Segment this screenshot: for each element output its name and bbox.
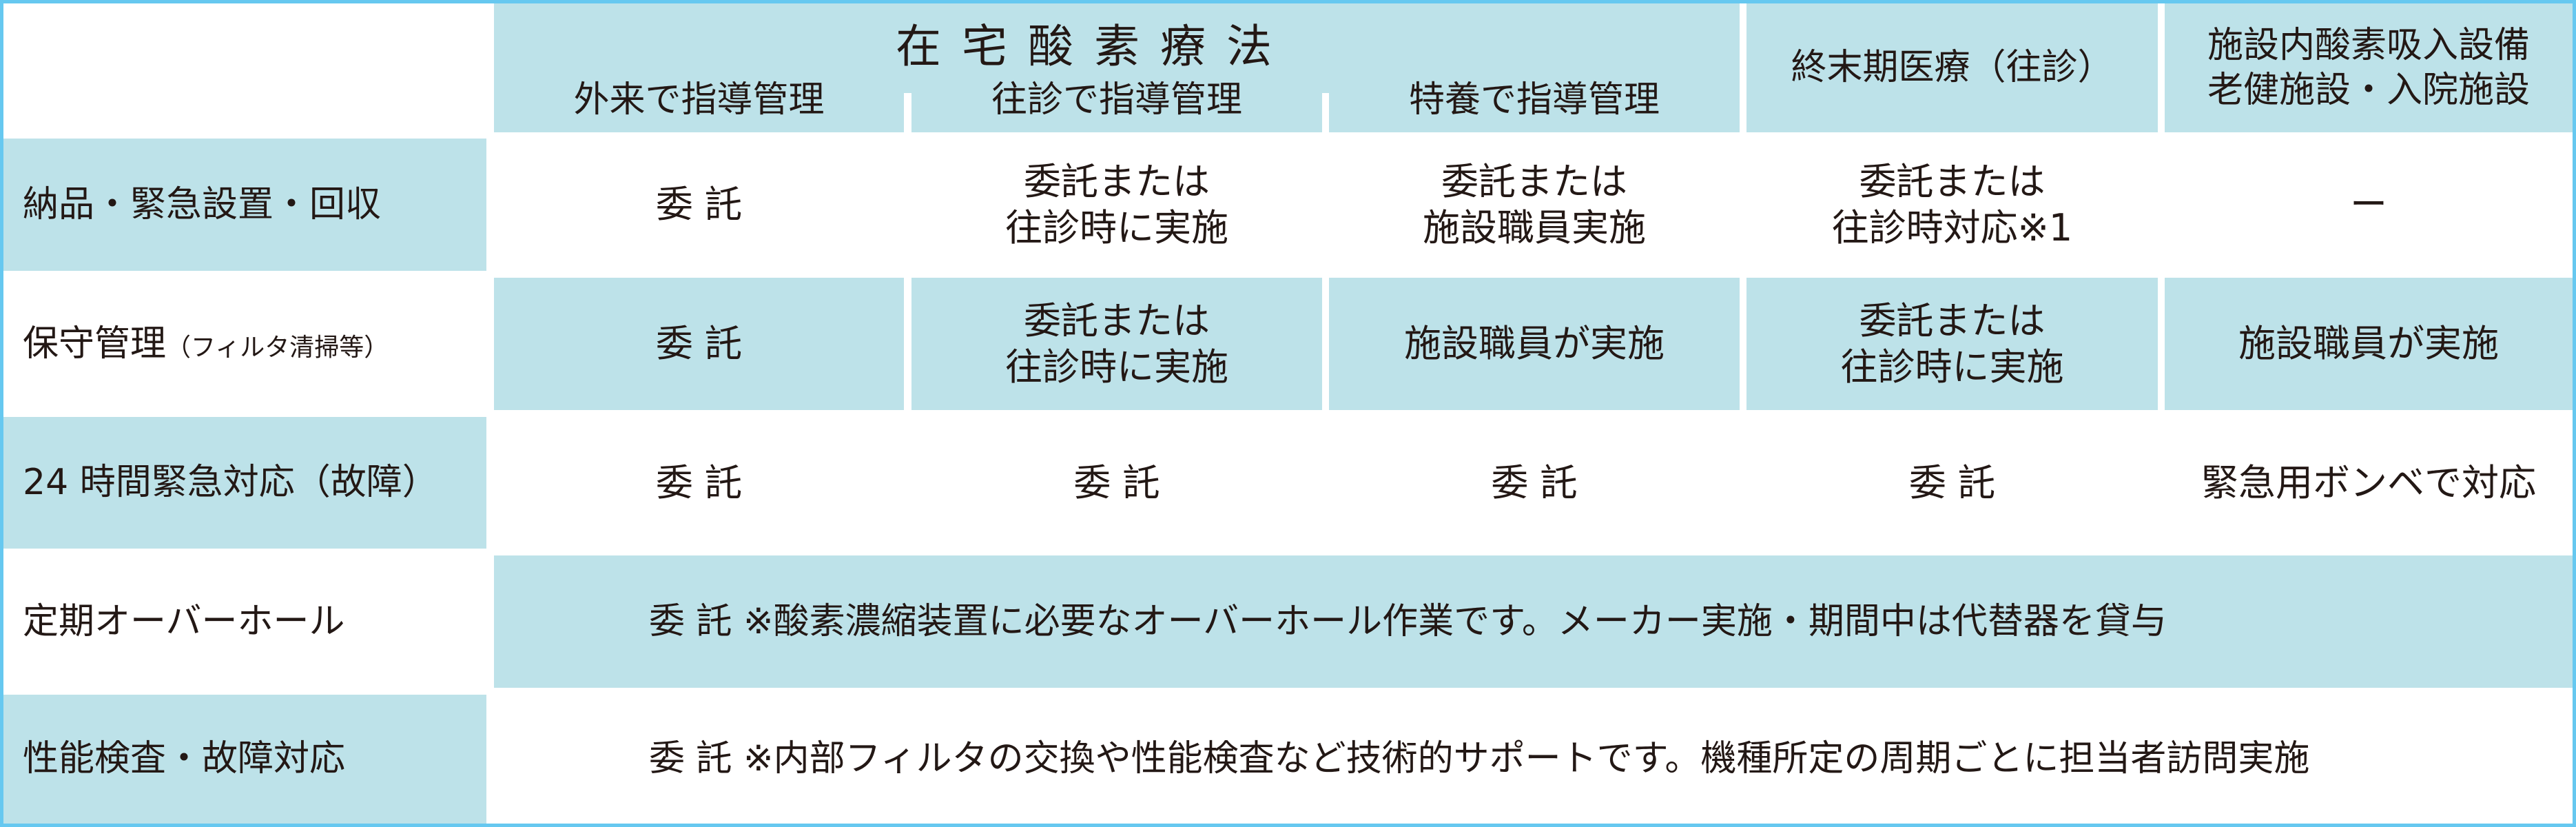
cell-text: 往診時に実施 xyxy=(1005,345,1228,389)
row-label-sub: （フィルタ清掃等） xyxy=(166,333,389,362)
row-label-text: 24 時間緊急対応（故障） xyxy=(23,462,438,503)
header-divider xyxy=(904,93,911,132)
row-label-24h-emergency: 24 時間緊急対応（故障） xyxy=(3,417,486,549)
table-cell: 施設職員が実施 xyxy=(1329,278,1740,410)
cell-text: 施設職員が実施 xyxy=(2238,322,2499,366)
row-label-text: 納品・緊急設置・回収 xyxy=(23,183,382,225)
row-label-text: 保守管理（フィルタ清掃等） xyxy=(23,322,389,367)
row-label-text: 性能検査・故障対応 xyxy=(23,738,346,779)
cell-text: 緊急用ボンベで対応 xyxy=(2201,460,2536,504)
cell-text: 委託または xyxy=(1024,159,1210,203)
row-label-delivery: 納品・緊急設置・回収 xyxy=(3,139,486,271)
cell-text-dash: ー xyxy=(2350,183,2387,227)
cell-text: 委 託 xyxy=(1073,460,1160,504)
cell-text: 委託または xyxy=(1024,298,1210,343)
table-cell: 委託または 往診時に実施 xyxy=(911,139,1322,271)
table-cell-span: 委 託 ※酸素濃縮装置に必要なオーバーホール作業です。メーカー実施・期間中は代替… xyxy=(494,555,2573,688)
cell-text: 委 託 ※酸素濃縮装置に必要なオーバーホール作業です。メーカー実施・期間中は代替… xyxy=(649,600,2167,642)
header-col-outpatient: 外来で指導管理 xyxy=(494,72,904,127)
table-cell: 委 託 xyxy=(494,139,904,271)
cell-text: 委 託 ※内部フィルタの交換や性能検査など技術的サポートです。機種所定の周期ごと… xyxy=(649,738,2310,779)
table-cell: 委託または 往診時に実施 xyxy=(1746,278,2158,410)
row-label-inspection: 性能検査・故障対応 xyxy=(3,695,486,824)
cell-text: 委 託 xyxy=(655,460,743,504)
cell-text: 往診時に実施 xyxy=(1005,206,1228,249)
cell-text: 委 託 xyxy=(1908,460,1996,504)
cell-text: 往診時に実施 xyxy=(1840,345,2064,389)
header-label: 終末期医療（往診） xyxy=(1791,47,2114,88)
header-corner xyxy=(3,3,486,132)
header-divider xyxy=(1322,93,1329,132)
row-label-text: 定期オーバーホール xyxy=(23,600,345,642)
header-group-title: 在宅酸素療法 xyxy=(896,20,1292,73)
cell-text: 委 託 xyxy=(1491,460,1578,504)
cell-text: 委 託 xyxy=(655,183,743,227)
table-cell: ー xyxy=(2165,139,2573,271)
row-label-maintenance: 保守管理（フィルタ清掃等） xyxy=(3,278,486,410)
cell-text: 施設職員が実施 xyxy=(1404,322,1665,366)
cell-text: 委託または xyxy=(1859,159,2046,203)
table-cell: 委 託 xyxy=(1329,417,1740,549)
header-label: 往診で指導管理 xyxy=(991,79,1242,121)
cell-text: 往診時対応※1 xyxy=(1831,206,2073,249)
cell-text: 委託または xyxy=(1441,159,1627,203)
header-label-line1: 施設内酸素吸入設備 xyxy=(2207,24,2530,66)
table-cell: 委 託 xyxy=(1746,417,2158,549)
table-cell: 委 託 xyxy=(911,417,1322,549)
header-label: 外来で指導管理 xyxy=(573,79,825,121)
header-label-line2: 老健施設・入院施設 xyxy=(2207,69,2530,111)
cell-text: 委 託 xyxy=(655,322,743,366)
table-cell: 委託または 施設職員実施 xyxy=(1329,139,1740,271)
table-cell: 委 託 xyxy=(494,417,904,549)
table-cell: 委 託 xyxy=(494,278,904,410)
row-label-overhaul: 定期オーバーホール xyxy=(3,555,486,688)
table-cell: 委託または 往診時に実施 xyxy=(911,278,1322,410)
header-col-facility-oxygen: 施設内酸素吸入設備 老健施設・入院施設 xyxy=(2165,3,2573,132)
table-cell: 施設職員が実施 xyxy=(2165,278,2573,410)
header-col-terminal-care: 終末期医療（往診） xyxy=(1746,3,2158,132)
header-label: 特養で指導管理 xyxy=(1408,79,1660,121)
cell-text: 施設職員実施 xyxy=(1423,206,1646,249)
cell-text: 委託または xyxy=(1859,298,2046,343)
header-col-home-visit: 往診で指導管理 xyxy=(911,72,1322,127)
table-cell-span: 委 託 ※内部フィルタの交換や性能検査など技術的サポートです。機種所定の周期ごと… xyxy=(494,695,2573,824)
header-group-home-oxygen xyxy=(494,3,1740,132)
row-label-main: 保守管理 xyxy=(23,323,167,365)
header-col-nursing-home: 特養で指導管理 xyxy=(1329,72,1740,127)
table-cell: 緊急用ボンベで対応 xyxy=(2165,417,2573,549)
table-cell: 委託または 往診時対応※1 xyxy=(1746,139,2158,271)
